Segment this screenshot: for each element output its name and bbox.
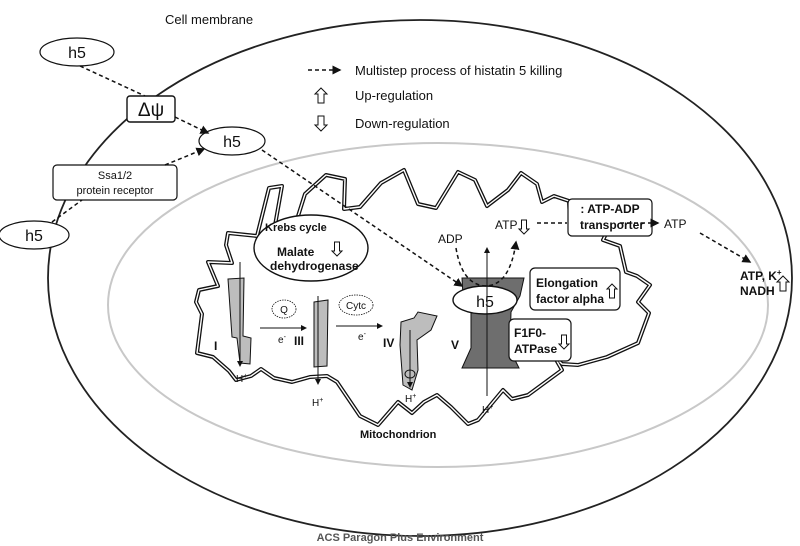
proton-label-i: H+ [236, 373, 247, 385]
h5-label-atpase: h5 [476, 294, 494, 311]
arrow-receptor-to-h5 [164, 147, 206, 166]
arrow-atp-exit [699, 232, 752, 263]
adp-to-atp-dashed-arrow [455, 240, 520, 287]
complex-iv-pore [404, 369, 416, 379]
h5-oval-middle [198, 126, 266, 156]
atp-out-label: ATP [664, 217, 686, 231]
ubiquinone-cloud [271, 299, 297, 319]
electron-label-q: e- [278, 334, 287, 346]
legend-up-arrow-icon [313, 87, 329, 104]
nadh-label: NADH [740, 284, 775, 298]
complex-iii-label: III [294, 334, 304, 348]
receptor-box [52, 164, 178, 201]
mitochondrion-outer-membrane [107, 142, 769, 468]
elongation-label-line2: factor alpha [536, 292, 604, 306]
ubiquinone-label: Q [280, 305, 288, 316]
proton-label-v: H+ [482, 404, 493, 416]
h5-label-bottom-left: h5 [25, 228, 43, 245]
cytochrome-c-cloud [338, 294, 374, 316]
adp-label: ADP [438, 232, 463, 246]
f1f0-down-arrow-icon [557, 334, 571, 350]
malate-label-line1: Malate [277, 245, 315, 259]
h5-label-top: h5 [68, 45, 86, 62]
mitochondrion-label: Mitochondrion [360, 429, 437, 441]
atp-k-up-arrow-icon [775, 275, 791, 292]
legend-down-label: Down-regulation [355, 116, 450, 131]
h5-oval-bottom-left [0, 220, 70, 250]
complex-iv-label: IV [383, 336, 394, 350]
cytochrome-c-label: Cytc [346, 301, 366, 312]
krebs-cycle-oval [253, 214, 369, 282]
f1f0-label-line1: F1F0- [514, 326, 546, 340]
arrow-h5-to-delta-psi [79, 65, 146, 97]
arrow-delta-psi-to-h5 [174, 116, 210, 134]
receptor-label-line1: Ssa1/2 [98, 170, 132, 182]
legend-multistep-label: Multistep process of histatin 5 killing [355, 63, 562, 78]
proton-label-iii: H+ [312, 397, 323, 409]
complex-iii-shape [313, 299, 329, 368]
elongation-up-arrow-icon [605, 283, 619, 299]
arrow-h5-to-receptor [51, 199, 83, 223]
f1f0-atpase-box [508, 318, 572, 362]
legend-up-label: Up-regulation [355, 88, 433, 103]
cell-membrane-label: Cell membrane [165, 12, 253, 27]
delta-psi-label: Δψ [138, 100, 164, 121]
cell-membrane-outline [47, 19, 793, 537]
proton-label-iv: H+ [405, 393, 416, 405]
h5-label-middle: h5 [223, 134, 241, 151]
krebs-cycle-label: Krebs cycle [265, 222, 327, 234]
elongation-label-line1: Elongation [536, 276, 598, 290]
f1f0-label-line2: ATPase [514, 342, 557, 356]
legend-down-arrow-icon [313, 115, 329, 132]
atp-down-arrow-icon [517, 219, 531, 235]
arrow-h5-to-atpase [261, 149, 464, 287]
malate-label-line2: dehydrogenase [270, 259, 359, 273]
transporter-label-line1: : ATP-ADP [580, 202, 639, 216]
receptor-label-line2: protein receptor [76, 185, 153, 197]
atp-adp-transporter-box [567, 198, 653, 237]
footer-text: ACS Paragon Plus Environment [317, 532, 484, 544]
electron-label-cytc: e- [358, 331, 367, 343]
atp-label: ATP [495, 218, 517, 232]
complex-v-label: V [451, 338, 459, 352]
delta-psi-box [126, 95, 176, 123]
mitochondrion-inner-membrane-inner-line [195, 169, 651, 426]
complex-iv-shape [399, 311, 438, 391]
h5-oval-top [39, 37, 115, 67]
elongation-factor-box [529, 267, 621, 311]
transporter-label-line2: transporter [580, 218, 644, 232]
atp-k-label: ATP, K+ [740, 268, 782, 283]
complex-i-label: I [214, 339, 217, 353]
malate-down-arrow-icon [330, 241, 344, 257]
